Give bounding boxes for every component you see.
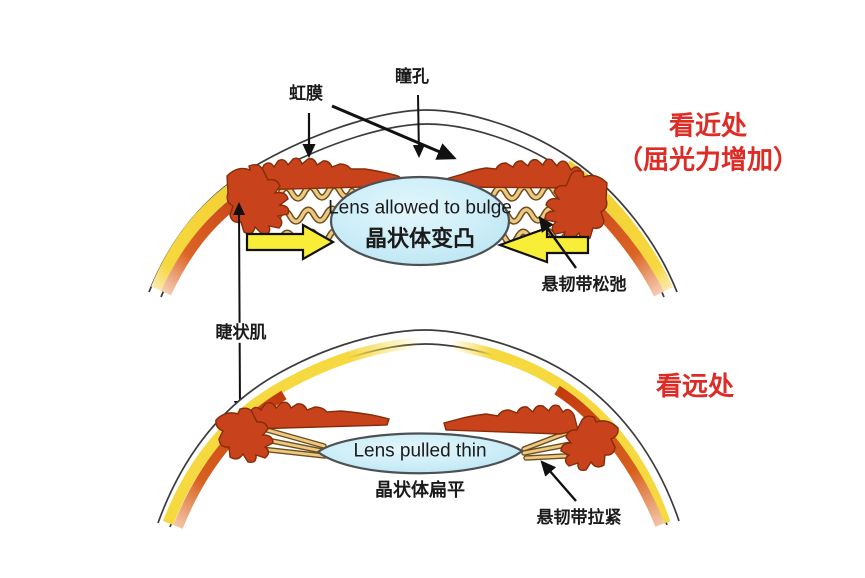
zonule-taut-label: 悬韧带拉紧: [536, 507, 622, 527]
lens-thin-label-en: Lens pulled thin: [353, 440, 487, 462]
zonule-relaxed-label: 悬韧带松弛: [541, 274, 627, 294]
iris-label: 虹膜: [289, 83, 323, 103]
iris-far-left: [246, 401, 390, 430]
iris-left: [247, 157, 405, 191]
pupil-arrow: [412, 94, 425, 158]
zonule-pointer-arrow-near: [538, 216, 577, 269]
ciliary-body-far-right: [560, 415, 619, 472]
near-view-heading: 看近处 （屈光力增加）: [617, 109, 799, 178]
sclera-band: [149, 110, 677, 297]
far-view-heading: 看远处: [655, 370, 735, 401]
near-eye-diagram: [148, 94, 678, 298]
lens-bulged: [329, 175, 511, 267]
ciliary-muscle-span-arrow: [233, 202, 246, 414]
compress-arrow-right: [496, 226, 590, 264]
lens-bulge-label-zh: 晶状体变凸: [364, 225, 476, 251]
ciliary-body-right: [544, 170, 608, 241]
ciliary-body-far-left: [215, 407, 274, 464]
zonule-pointer-arrow-far: [540, 460, 577, 502]
lens-flattened: [316, 432, 524, 475]
iris-far-right: [443, 404, 579, 435]
pupil-label: 瞳孔: [395, 66, 429, 86]
near-view-heading-line1: 看近处: [668, 110, 748, 141]
lens-thin-label-zh: 晶状体扁平: [375, 480, 465, 501]
iris-arrow-diagonal: [331, 104, 457, 160]
far-eye-diagram: [157, 329, 680, 529]
lens-bulge-label-en: Lens allowed to bulge: [328, 197, 512, 219]
ciliary-muscle-label: 睫状肌: [212, 322, 270, 344]
iris-right: [440, 158, 587, 189]
compress-arrow-left: [245, 223, 336, 261]
near-view-heading-line2: （屈光力增加）: [616, 145, 800, 175]
sclera-orange-far-right: [554, 385, 665, 527]
